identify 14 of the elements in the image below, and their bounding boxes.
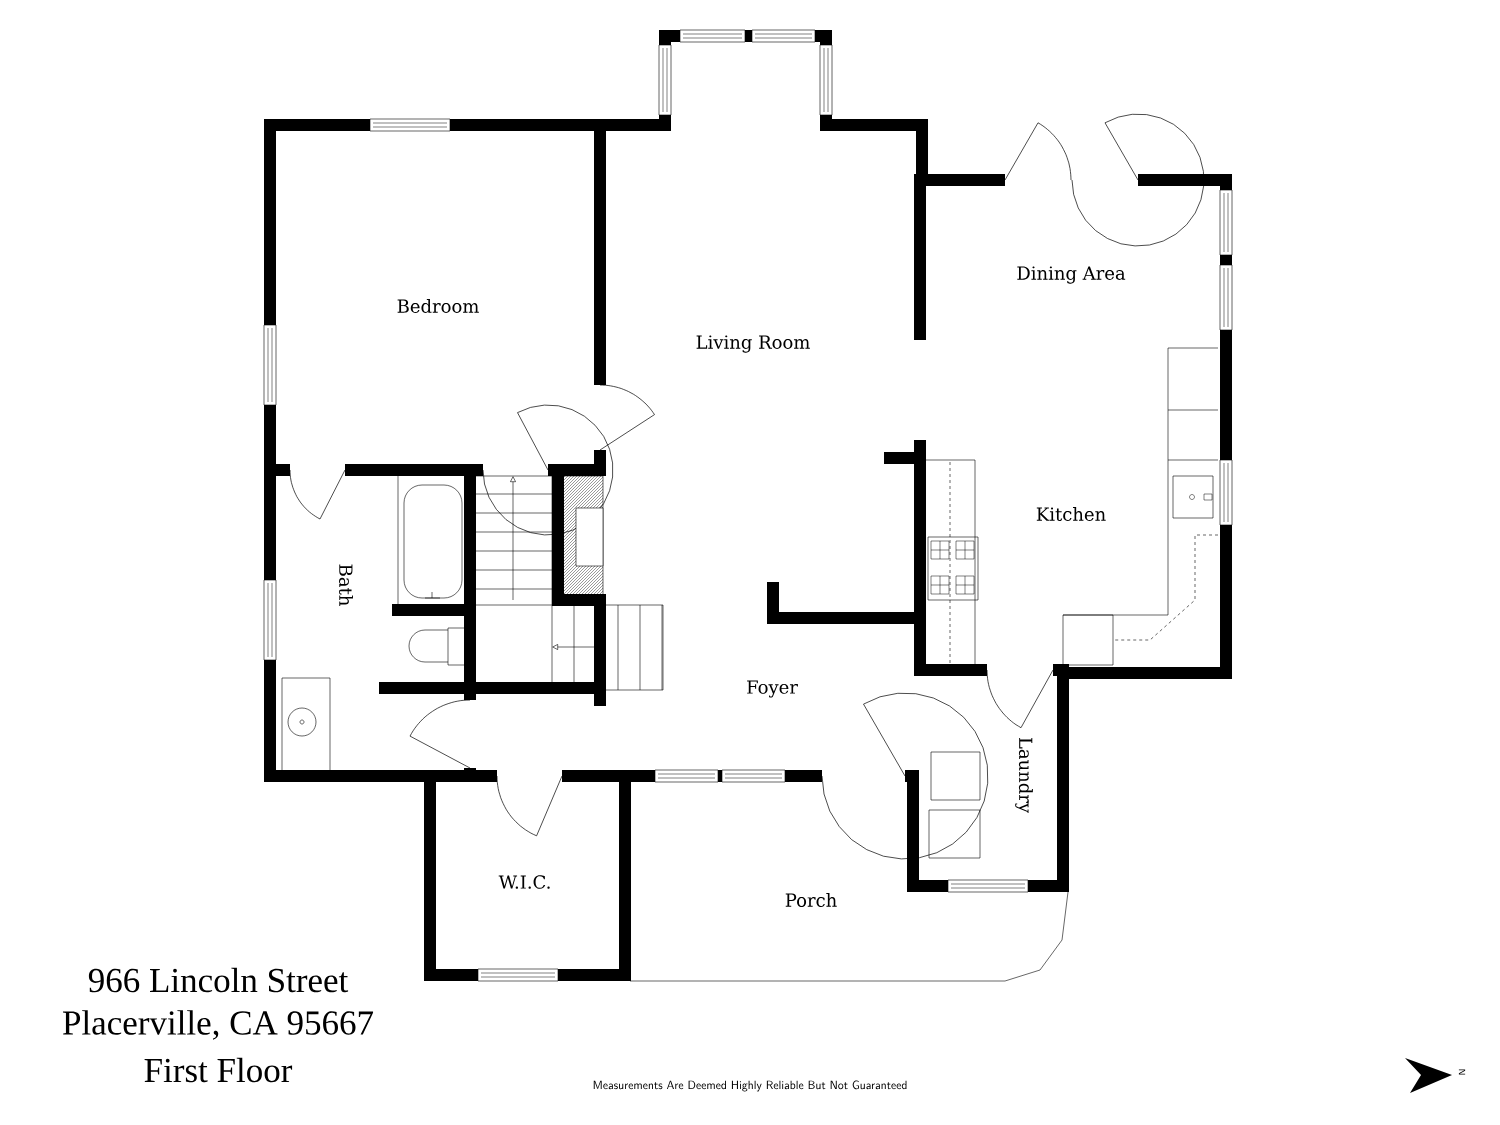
room-label: W.I.C. — [498, 875, 550, 889]
room-label: Living Room — [696, 335, 810, 353]
room-label: Bath — [339, 564, 353, 606]
disclaimer-text: Measurements Are Deemed Highly Reliable But Not Guaranteed — [593, 1080, 907, 1092]
room-label: Foyer — [747, 680, 798, 698]
north-label: N — [1458, 1069, 1466, 1075]
address-text: First Floor — [144, 1057, 293, 1083]
room-label: Dining Area — [1017, 266, 1126, 284]
room-label: Porch — [785, 893, 837, 907]
address-text: 966 Lincoln Street — [88, 967, 349, 993]
room-label: Kitchen — [1036, 507, 1106, 521]
address-text: Placerville, CA 95667 — [63, 1010, 374, 1040]
room-label: Bedroom — [397, 299, 479, 313]
room-label: Laundry — [1015, 737, 1033, 814]
